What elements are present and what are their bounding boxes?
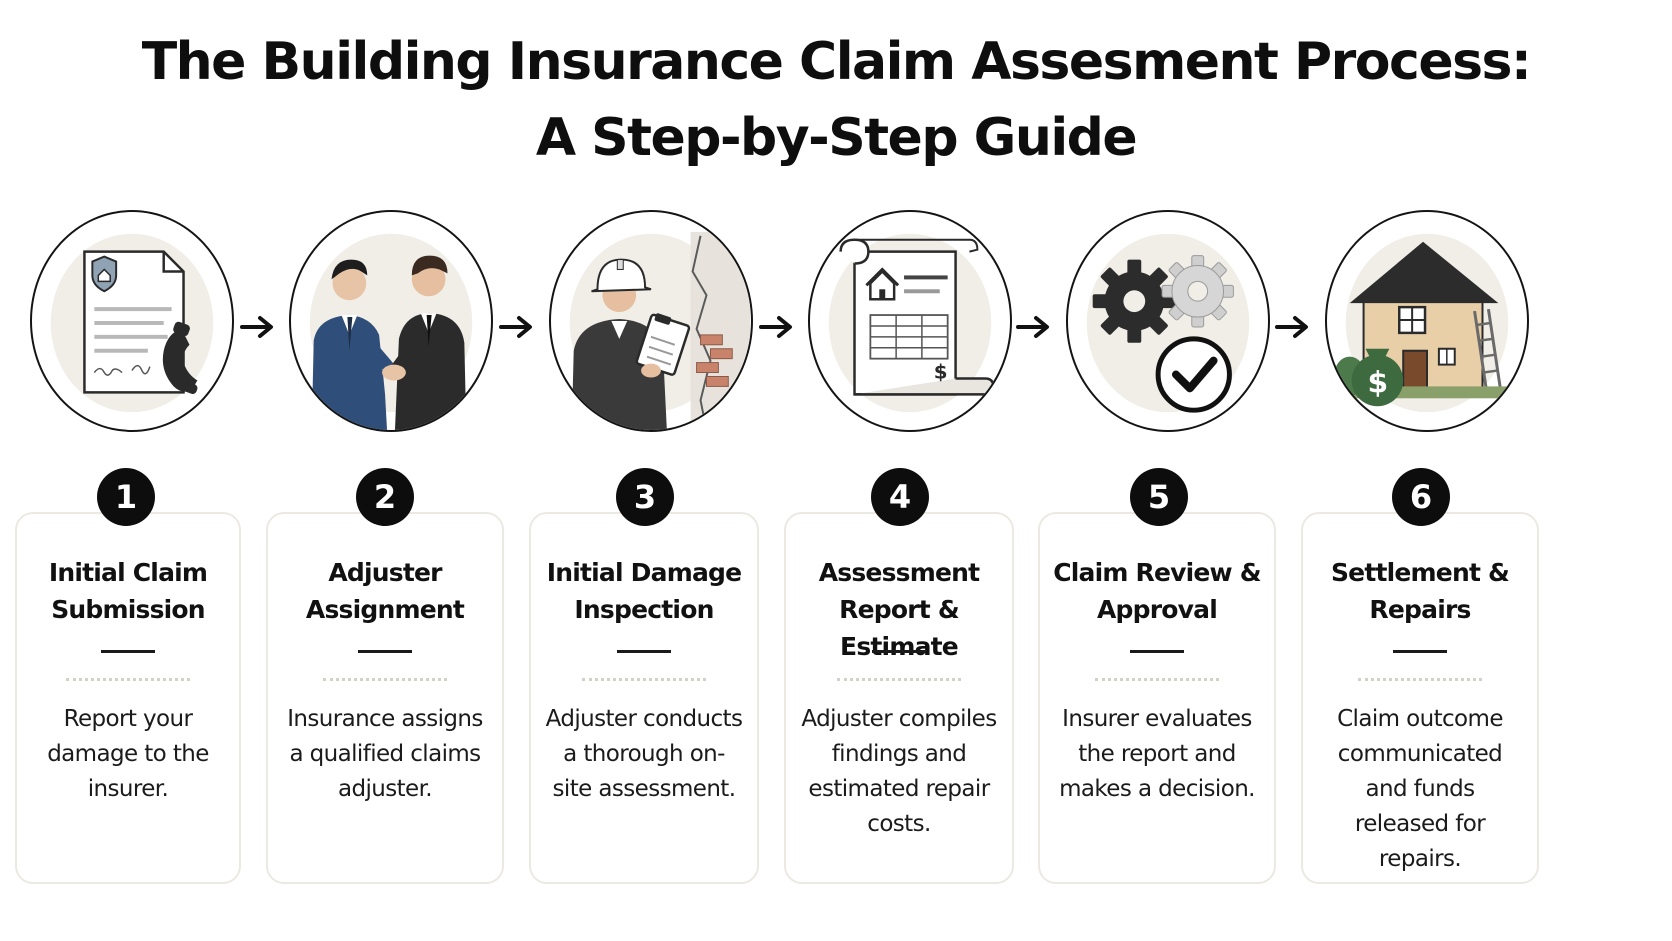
step-5-number-badge: 5 — [1130, 468, 1188, 526]
step-2-number-badge: 2 — [356, 468, 414, 526]
step-5-card: Claim Review & Approval Insurer evaluate… — [1038, 512, 1276, 884]
step-2-illustration — [289, 210, 493, 432]
step-6-card: Settlement & Repairs Claim outcome commu… — [1301, 512, 1539, 884]
step-6-title-rule — [1393, 650, 1447, 653]
step-6-title: Settlement & Repairs — [1330, 558, 1510, 624]
step-5-dotted-divider — [1095, 678, 1219, 681]
house-money-icon: $ — [1333, 233, 1513, 413]
step-2-title-rule — [358, 650, 412, 653]
step-3-dotted-divider — [582, 678, 706, 681]
step-1-number-badge: 1 — [97, 468, 155, 526]
page-title: The Building Insurance Claim Assesment P… — [0, 24, 1672, 176]
report-scroll-icon: $ — [828, 233, 995, 413]
step-1-description: Report your damage to the insurer. — [47, 706, 209, 802]
step-4-description: Adjuster compiles findings and estimated… — [801, 706, 997, 837]
page-title-line-2: A Step-by-Step Guide — [535, 108, 1138, 168]
step-1-dotted-divider — [66, 678, 190, 681]
arrow-right-icon — [1016, 316, 1049, 338]
step-4-illustration: $ — [808, 210, 1012, 432]
step-5-description: Insurer evaluates the report and makes a… — [1059, 706, 1255, 802]
step-2-dotted-divider — [323, 678, 447, 681]
step-5-title: Claim Review & Approval — [1053, 558, 1261, 624]
step-1-card: Initial Claim Submission Report your dam… — [15, 512, 241, 884]
step-6-illustration: $ — [1325, 210, 1529, 432]
step-1-title-rule — [101, 650, 155, 653]
step-3-title-rule — [617, 650, 671, 653]
step-4-dotted-divider — [837, 678, 961, 681]
step-4-title: Assessment Report & Estimate — [818, 558, 980, 661]
page-title-line-1: The Building Insurance Claim Assesment P… — [141, 32, 1532, 92]
inspector-clipboard-icon — [569, 231, 751, 430]
step-6-description: Claim outcome communicated and funds rel… — [1337, 706, 1503, 872]
arrow-right-icon — [499, 316, 532, 338]
step-6-dotted-divider — [1358, 678, 1482, 681]
step-3-title: Initial Damage Inspection — [546, 558, 742, 624]
arrow-right-icon — [1275, 316, 1308, 338]
arrow-right-icon — [240, 316, 273, 338]
step-3-description: Adjuster conducts a thorough on-site ass… — [545, 706, 743, 802]
step-3-illustration — [549, 210, 753, 432]
step-3-number-badge: 3 — [616, 468, 674, 526]
step-4-number-badge: 4 — [871, 468, 929, 526]
step-5-title-rule — [1130, 650, 1184, 653]
step-2-title: Adjuster Assignment — [305, 558, 465, 624]
step-1-title: Initial Claim Submission — [48, 558, 208, 624]
arrow-right-icon — [759, 316, 792, 338]
step-3-card: Initial Damage Inspection Adjuster condu… — [529, 512, 759, 884]
step-2-description: Insurance assigns a qualified claims adj… — [287, 706, 483, 802]
gears-checkmark-icon — [1086, 233, 1250, 413]
step-4-title-rule — [872, 650, 926, 653]
svg-text:$: $ — [934, 360, 948, 383]
step-4-card: Assessment Report & Estimate Adjuster co… — [784, 512, 1014, 884]
claim-document-phone-icon — [50, 233, 214, 413]
svg-text:$: $ — [1368, 365, 1389, 400]
handshake-icon — [309, 233, 473, 430]
step-5-illustration — [1066, 210, 1270, 432]
step-1-illustration — [30, 210, 234, 432]
step-6-number-badge: 6 — [1392, 468, 1450, 526]
step-2-card: Adjuster Assignment Insurance assigns a … — [266, 512, 504, 884]
